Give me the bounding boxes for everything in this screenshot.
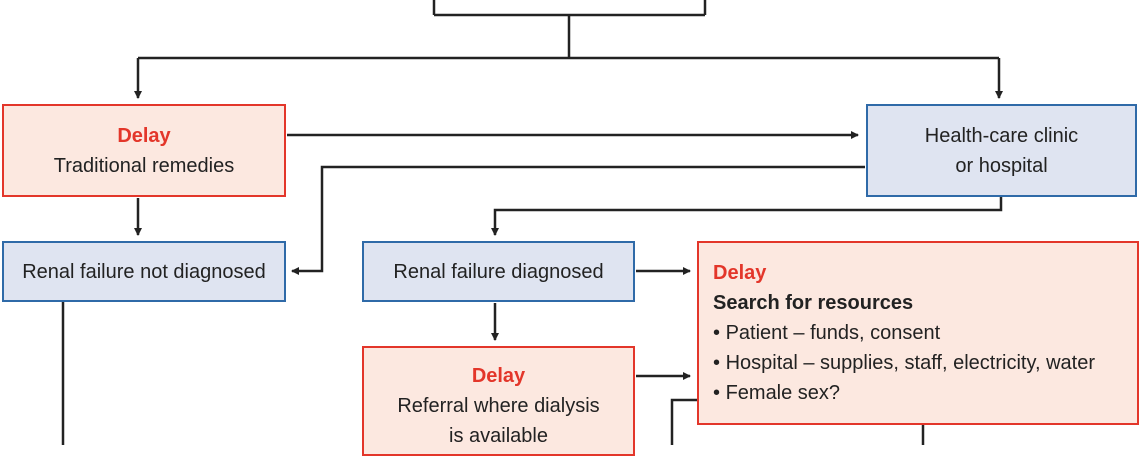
- node-traditional-remedies: Delay Traditional remedies: [2, 104, 286, 197]
- arrow-clinic-to-not-diagnosed: [291, 165, 865, 275]
- node-text-line2: or hospital: [955, 154, 1048, 177]
- node-referral: Delay Referral where dialysis is availab…: [362, 346, 635, 456]
- list-item: Female sex?: [713, 378, 1095, 408]
- arrow-clinic-to-diagnosed: [491, 197, 1003, 236]
- connector-to-referral-side: [670, 398, 697, 445]
- delay-label: Delay: [713, 262, 767, 284]
- node-renal-failure-diagnosed: Renal failure diagnosed: [362, 241, 635, 302]
- resources-bullet-list: Patient – funds, consent Hospital – supp…: [713, 318, 1095, 408]
- node-search-for-resources: Delay Search for resources Patient – fun…: [697, 241, 1139, 425]
- node-text: Renal failure diagnosed: [393, 260, 604, 283]
- delay-label: Delay: [117, 124, 171, 147]
- resources-heading: Search for resources: [713, 292, 914, 314]
- node-text: Renal failure not diagnosed: [22, 260, 266, 283]
- delay-label: Delay: [471, 365, 526, 387]
- node-renal-failure-not-diagnosed: Renal failure not diagnosed: [2, 241, 286, 302]
- node-text-line1: Referral where dialysis: [397, 395, 600, 417]
- node-health-care-clinic: Health-care clinic or hospital: [866, 104, 1137, 197]
- node-text-line2: is available: [449, 425, 548, 447]
- list-item: Patient – funds, consent: [713, 318, 1095, 348]
- list-item: Hospital – supplies, staff, electricity,…: [713, 348, 1095, 378]
- node-text: Traditional remedies: [53, 154, 235, 177]
- flow-connectors: [61, 0, 1003, 445]
- node-text-line1: Health-care clinic: [924, 124, 1079, 147]
